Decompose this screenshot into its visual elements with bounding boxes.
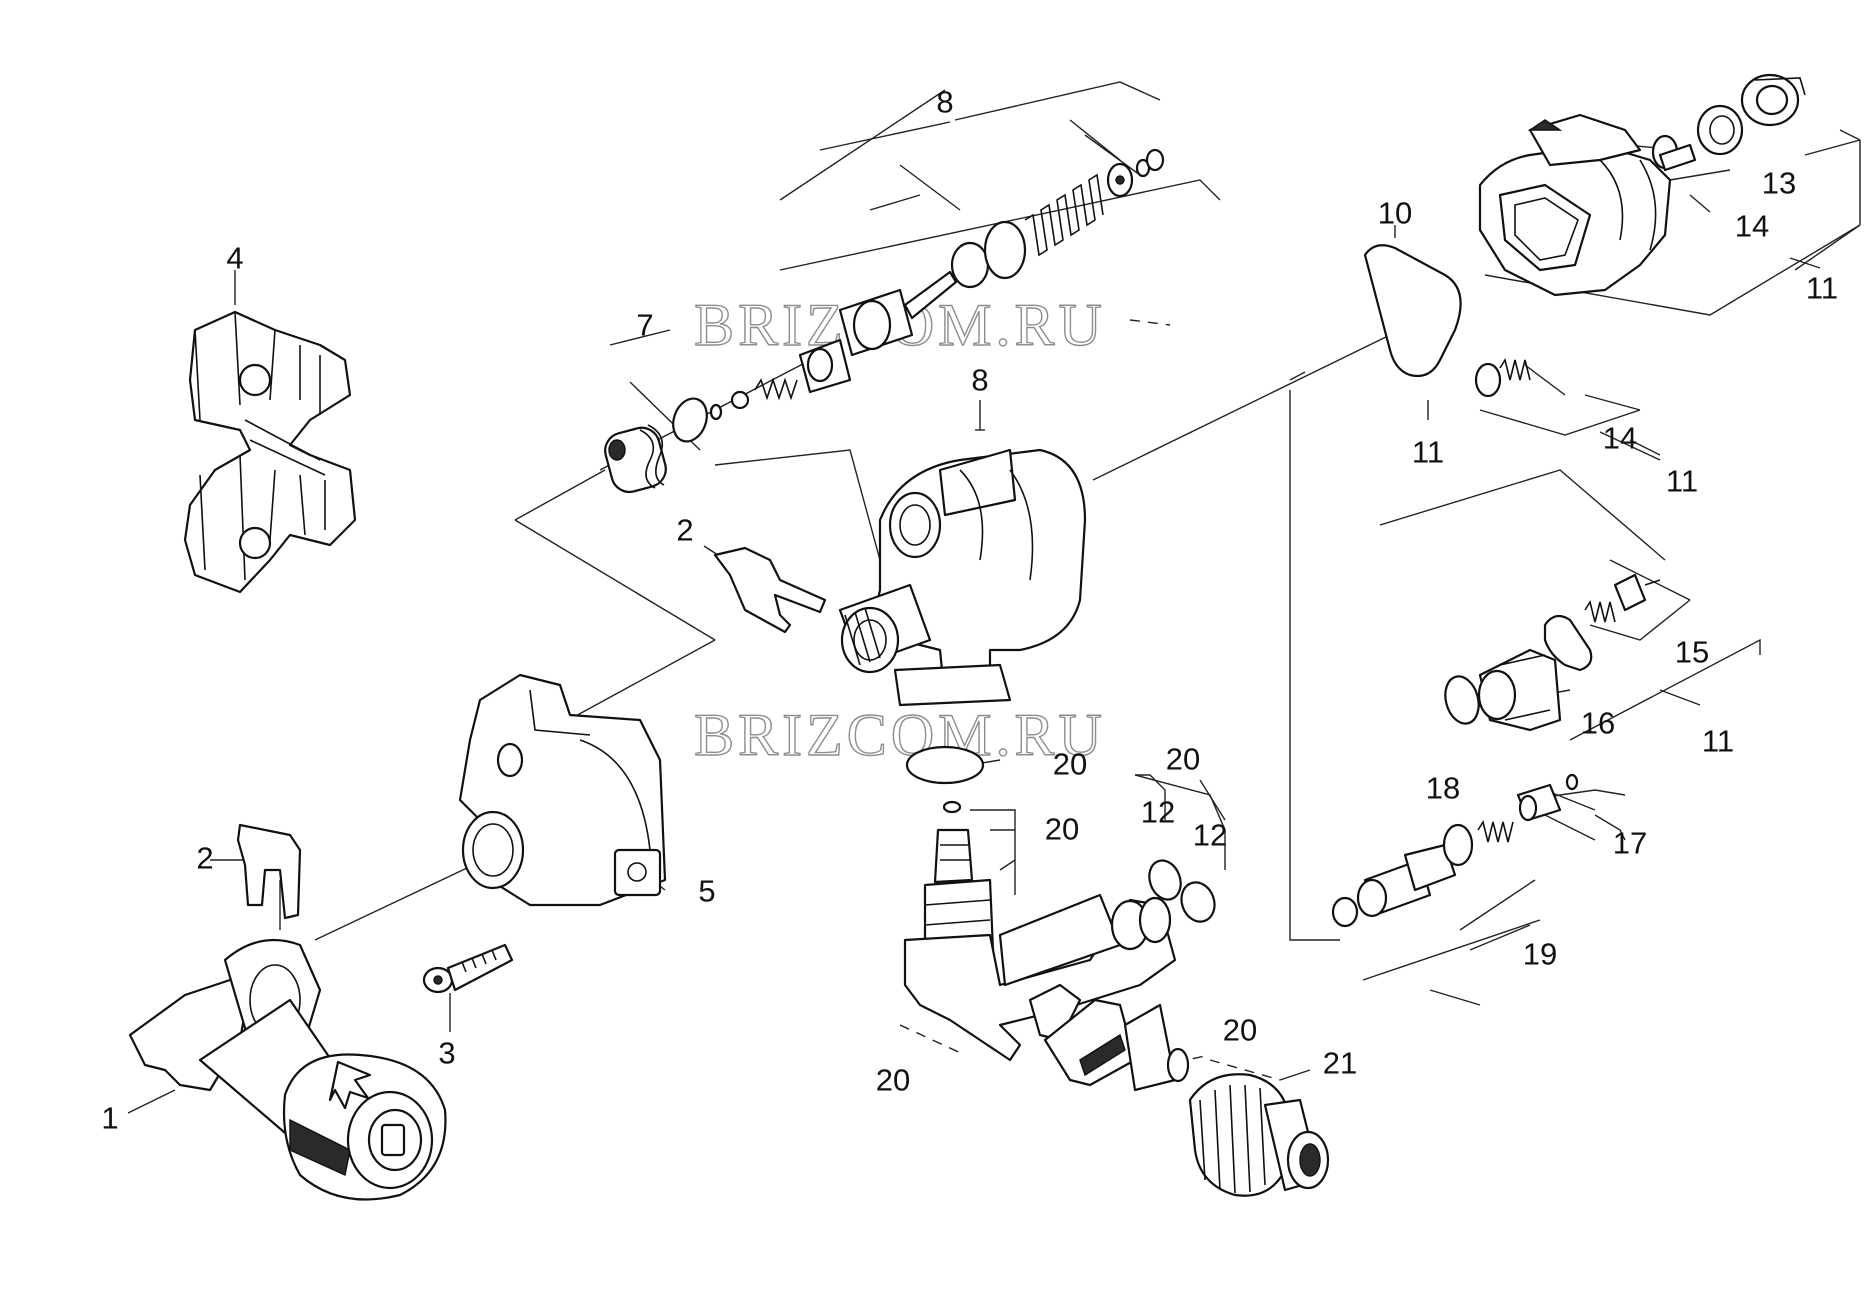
screw-part-3 — [422, 943, 514, 994]
valve-cartridge-part-19 — [1331, 823, 1474, 928]
callout-11-top-right: 11 — [1806, 271, 1838, 306]
triangular-seal-part-10 — [1363, 244, 1462, 378]
callout-11-lower: 11 — [1702, 724, 1734, 759]
callout-2-upper: 2 — [676, 513, 693, 548]
callout-20-stem: 20 — [1045, 812, 1079, 847]
pump-head-body-part-8 — [838, 448, 1087, 707]
callout-1: 1 — [101, 1101, 118, 1136]
callout-2-lower: 2 — [196, 841, 213, 876]
callout-7: 7 — [636, 308, 653, 343]
pump-housing-part-5 — [458, 673, 667, 907]
callout-3: 3 — [438, 1036, 455, 1071]
callout-20-bottom: 20 — [876, 1063, 910, 1098]
valve-insert-part-14 — [1474, 357, 1531, 398]
callout-labels: 1 2 2 3 4 5 7 8 8 10 11 11 11 11 12 12 1… — [101, 85, 1838, 1136]
callout-13: 13 — [1762, 166, 1796, 201]
callout-8-top: 8 — [936, 85, 953, 120]
callout-17: 17 — [1613, 826, 1647, 861]
callout-21: 21 — [1323, 1046, 1357, 1081]
hose-connector-part-21 — [1188, 1073, 1330, 1197]
callout-12-right: 12 — [1193, 818, 1227, 853]
holder-bracket-part-4 — [183, 310, 357, 594]
small-valve-parts-17-18 — [1477, 773, 1579, 843]
watermark-middle: BRIZCOM.RU — [694, 702, 1106, 768]
seal-o-rings-part-20 — [905, 745, 985, 814]
valve-housing-part-11 — [1478, 73, 1806, 297]
callout-18: 18 — [1426, 771, 1460, 806]
callout-14-top: 14 — [1735, 209, 1769, 244]
inlet-coupling-part-1 — [128, 938, 447, 1201]
callout-5: 5 — [698, 874, 715, 909]
valve-body-part-16 — [1444, 614, 1593, 732]
callout-11-under-seal: 11 — [1412, 435, 1444, 470]
clip-part-2-upper — [713, 546, 827, 634]
callout-20-connector: 20 — [1223, 1013, 1257, 1048]
valve-parts-7 — [604, 338, 852, 494]
callout-15: 15 — [1675, 635, 1709, 670]
inlet-pipe-assembly — [903, 828, 1190, 1092]
clip-part-2-lower — [236, 823, 302, 920]
dashed-guide-lines — [899, 319, 1281, 1081]
o-rings-part-12 — [1148, 859, 1216, 923]
callout-20-right: 20 — [1166, 742, 1200, 777]
callout-11-middle: 11 — [1666, 464, 1698, 499]
callout-16: 16 — [1581, 706, 1615, 741]
callout-20-oring: 20 — [1053, 747, 1087, 782]
callout-8-middle: 8 — [971, 363, 988, 398]
callout-14-middle: 14 — [1603, 421, 1637, 456]
piston-set-part-8 — [838, 148, 1165, 357]
callout-10: 10 — [1378, 196, 1412, 231]
valve-plug-part-15 — [1584, 573, 1661, 623]
callout-4: 4 — [226, 241, 243, 276]
callout-12-left: 12 — [1141, 795, 1175, 830]
callout-19: 19 — [1523, 937, 1557, 972]
